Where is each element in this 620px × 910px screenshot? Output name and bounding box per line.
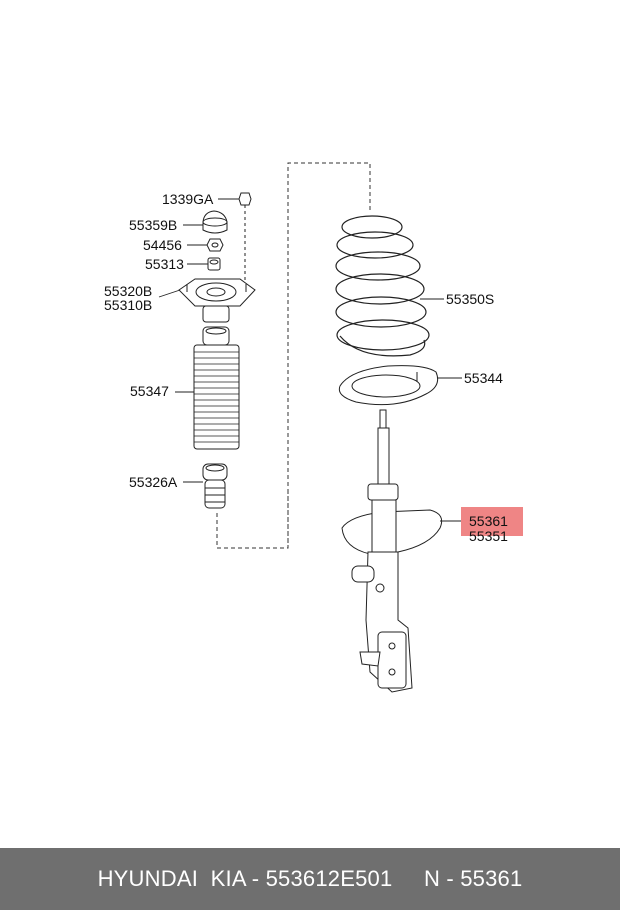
leader-lines <box>158 198 462 522</box>
footer-part-number: HYUNDAI KIA - 553612E501 N - 55361 <box>97 866 523 891</box>
bump-cap-part <box>202 210 228 234</box>
label-55326a: 55326A <box>129 474 178 490</box>
strut-assembly-part <box>341 409 443 693</box>
footer-bar: HYUNDAI KIA - 553612E501 N - 55361 <box>0 848 620 910</box>
label-55359b: 55359B <box>129 217 178 233</box>
label-55313: 55313 <box>145 256 184 272</box>
label-55347: 55347 <box>130 383 169 399</box>
coil-spring-part <box>335 215 430 357</box>
spring-seat-part <box>338 365 439 406</box>
label-55350s: 55350S <box>446 291 495 307</box>
washer-part <box>207 257 221 271</box>
label-55351: 55351 <box>469 528 508 544</box>
strut-mount-part <box>178 278 256 323</box>
label-1339ga: 1339GA <box>162 191 214 207</box>
label-55310b: 55310B <box>104 297 153 313</box>
label-54456: 54456 <box>143 237 182 253</box>
nut-part <box>238 192 252 280</box>
label-55361: 55361 <box>469 513 508 529</box>
label-55320b: 55320B <box>104 283 153 299</box>
bump-stop-part <box>202 463 228 509</box>
parts-diagram <box>158 162 462 693</box>
label-55344: 55344 <box>464 370 503 386</box>
dust-boot-part <box>193 326 240 450</box>
assembly-bracket <box>216 162 371 549</box>
highlight-box-55361 <box>461 507 523 536</box>
lock-nut-part <box>206 238 224 252</box>
